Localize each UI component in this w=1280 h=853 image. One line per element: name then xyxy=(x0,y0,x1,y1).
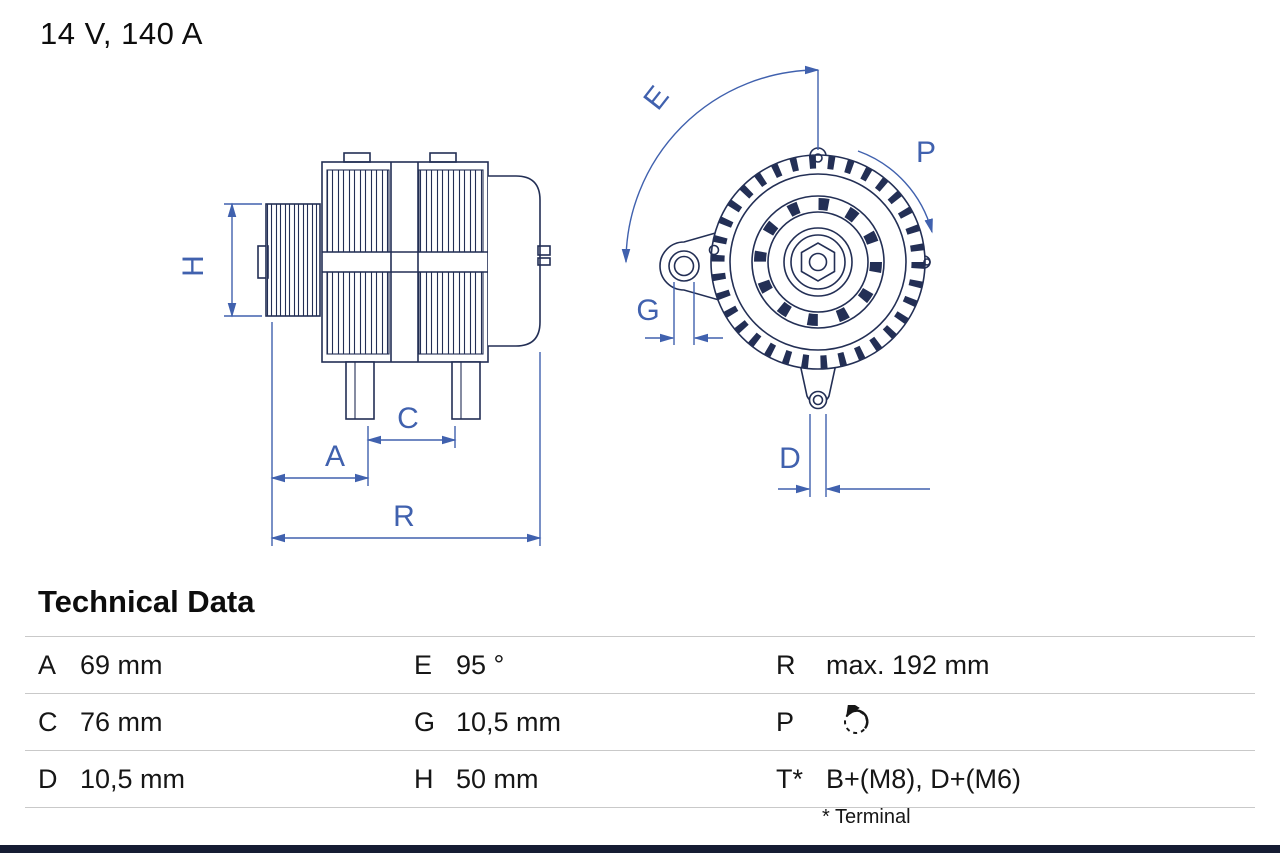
rotation-direction-icon xyxy=(844,705,869,734)
spec-key: A xyxy=(38,649,57,680)
spec-key: C xyxy=(38,706,58,737)
alternator-front-view xyxy=(659,147,931,410)
bottom-lug-hole xyxy=(812,394,824,406)
stator-slots xyxy=(711,155,925,369)
product-drawing: H A C R E xyxy=(177,65,936,546)
table-row: D 10,5 mm H 50 mm T* B+(M8), D+(M6) xyxy=(25,750,1255,808)
bottom-lug-hole-ring xyxy=(808,390,828,410)
dim-label-A: A xyxy=(325,440,345,473)
dim-label-P: P xyxy=(916,136,936,169)
rear-cover xyxy=(488,175,541,347)
spec-value xyxy=(815,705,1255,739)
cooling-fins xyxy=(418,271,484,355)
spec-value: 50 mm xyxy=(456,763,539,794)
spec-key: P xyxy=(776,706,795,737)
spec-key: E xyxy=(414,649,433,680)
dim-G: G xyxy=(636,282,723,345)
hub xyxy=(783,227,853,297)
cooling-fins xyxy=(326,169,390,253)
spec-value: 10,5 mm xyxy=(456,706,562,737)
technical-data-title: Technical Data xyxy=(38,584,255,619)
cooling-fins xyxy=(418,169,484,253)
dim-P: P xyxy=(857,136,936,234)
spec-value: max. 192 mm xyxy=(826,649,990,680)
spec-key: H xyxy=(414,763,434,794)
dim-H: H xyxy=(177,202,262,318)
top-boss-rear xyxy=(429,152,457,163)
terminal-stub xyxy=(537,257,551,266)
top-boss-front xyxy=(343,152,371,163)
right-tab-hole xyxy=(923,258,931,266)
terminal-footnote: * Terminal xyxy=(822,806,911,828)
spec-key: R xyxy=(776,649,796,680)
fan-slots xyxy=(754,198,882,326)
dim-label-H: H xyxy=(177,255,210,277)
spec-value: 95 ° xyxy=(456,649,505,680)
dim-label-E: E xyxy=(637,80,675,116)
table-row: A 69 mm E 95 ° R max. 192 mm xyxy=(25,636,1255,693)
dim-D: D xyxy=(778,414,930,497)
terminal-stub xyxy=(537,245,551,256)
dim-C: C xyxy=(366,402,457,448)
page-title: 14 V, 140 A xyxy=(40,16,203,51)
mounting-foot xyxy=(345,361,375,420)
table-row: C 76 mm G 10,5 mm P xyxy=(25,693,1255,750)
spec-value: 69 mm xyxy=(80,649,163,680)
spec-key: D xyxy=(38,763,58,794)
spec-value: 76 mm xyxy=(80,706,163,737)
dim-label-C: C xyxy=(397,402,419,435)
spec-key: T* xyxy=(776,763,803,794)
rotation-arrow xyxy=(857,150,933,234)
dim-R: R xyxy=(270,352,542,546)
spec-key: G xyxy=(414,706,436,737)
technical-data-table: A 69 mm E 95 ° R max. 192 mm C 76 mm G 1… xyxy=(25,636,1255,808)
spec-value: 10,5 mm xyxy=(80,763,186,794)
dim-A: A xyxy=(270,322,370,546)
cooling-fins xyxy=(326,271,390,355)
dimension-annotations: H A C R E xyxy=(177,65,936,546)
dim-label-R: R xyxy=(393,500,415,533)
mounting-foot xyxy=(451,361,481,420)
pulley xyxy=(265,203,321,317)
dim-label-G: G xyxy=(636,294,659,327)
dim-label-D: D xyxy=(779,442,801,475)
bottom-border xyxy=(0,845,1280,853)
alternator-side-view xyxy=(257,152,551,420)
spec-value: B+(M8), D+(M6) xyxy=(826,763,1022,794)
